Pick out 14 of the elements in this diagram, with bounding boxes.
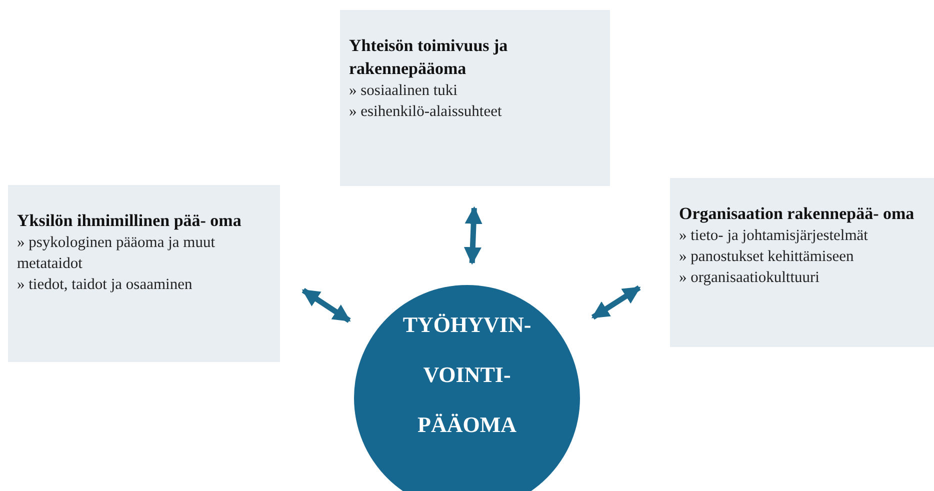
bullet-item: » esihenkilö-alaissuhteet: [349, 102, 503, 122]
bullet-item: » psykologinen pääoma ja muut metataidot: [17, 233, 216, 274]
box-heading: Yhteisön toimivuus ja rakennepääoma: [349, 35, 509, 80]
bullet-item: » sosiaalinen tuki: [349, 81, 458, 101]
box-heading: Yksilön ihmimillinen pää- oma: [17, 210, 242, 232]
double-arrow: [591, 285, 641, 320]
double-arrow: [464, 206, 482, 265]
bullet-item: » tiedot, taidot ja osaaminen: [17, 275, 194, 295]
circle-label: TYÖHYVIN- VOINTI- PÄÄOMA: [402, 311, 532, 439]
double-arrow: [302, 288, 351, 323]
bullet-item: » organisaatiokulttuuri: [679, 268, 820, 288]
bullet-item: » tieto- ja johtamisjärjestelmät: [679, 226, 869, 246]
bullet-item: » panostukset kehittämiseen: [679, 247, 855, 267]
box-heading: Organisaation rakennepää- oma: [679, 203, 916, 225]
